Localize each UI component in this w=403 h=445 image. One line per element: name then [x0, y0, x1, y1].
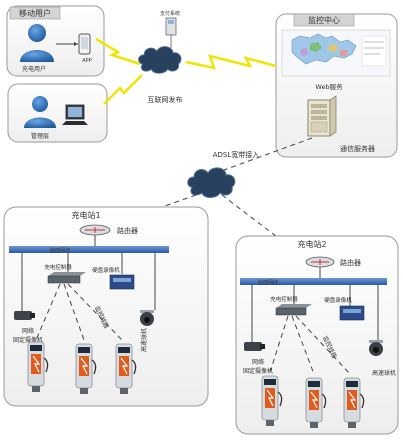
station1-nvr-icon: [109, 274, 135, 290]
station1-controller-icon: [47, 272, 86, 284]
station2-dome-label: 高速球机: [372, 369, 396, 377]
payment-label: 支付系统: [160, 10, 180, 17]
bolt-admin-internet: [103, 74, 143, 105]
station2-controller-icon: [275, 304, 312, 316]
map-screen-icon: [281, 29, 391, 77]
station1-router-icon: [79, 224, 111, 236]
admin-label: 管理层: [31, 132, 49, 140]
station2-switch-label: 监控网线: [258, 279, 278, 286]
station2-camera-label-1: 网络: [252, 358, 264, 366]
station1-nvr-label: 硬盘录像机: [92, 266, 120, 274]
station2-switch-bus: [240, 278, 387, 285]
station2-dome-icon: [369, 340, 383, 356]
station1-dome-label: 高速球机: [140, 328, 148, 352]
station2-panel: 充电站2 路由器 监控网线 充电控制器 硬盘录像机 监控线路 网络: [235, 235, 399, 435]
station2-router-icon: [305, 256, 335, 268]
monitor-center-title: 监控中心: [308, 15, 340, 25]
user-icon: [20, 24, 54, 62]
phone-icon: [78, 33, 91, 55]
admin-user-icon: [24, 96, 56, 128]
station1-panel: 充电站1 路由器 监控网线 充电控制器 硬盘录像机 监控线路 网络: [3, 206, 209, 407]
bolt-mobile-internet: [95, 37, 141, 66]
computer-icon: [62, 104, 88, 125]
station1-switch-bus: [9, 246, 169, 253]
web-service-label: Web服务: [315, 82, 343, 91]
mobile-user-title: 移动用户: [19, 8, 51, 18]
app-label: APP: [82, 58, 91, 64]
station2-controller-label: 充电控制器: [270, 295, 298, 303]
station1-switch-label: 监控网线: [50, 247, 70, 254]
payment-system: 支付系统: [160, 10, 180, 36]
adsl-cloud-icon: [187, 167, 236, 198]
station2-nvr-icon: [339, 305, 365, 321]
station2-router-label: 路由器: [340, 258, 361, 267]
bolt-internet-center: [185, 54, 277, 70]
station2-camera-label-2: 固定摄像机: [243, 367, 273, 375]
comm-server-label: 通信服务器: [340, 144, 375, 153]
station2-camera-icon: [244, 342, 265, 351]
station1-dome-icon: [140, 310, 154, 326]
mobile-user-panel: 移动用户 充电用户 APP: [6, 5, 105, 77]
station1-camera-label-2: 固定摄像机: [13, 336, 43, 344]
station1-controller-label: 充电控制器: [44, 263, 72, 271]
adsl-label: ADSL宽带接入: [213, 150, 260, 159]
internet-label: 互联网发布: [148, 95, 183, 104]
station1-router-label: 路由器: [117, 226, 138, 235]
mobile-user-label: 充电用户: [22, 65, 46, 73]
internet-cloud-icon: [138, 46, 182, 74]
server-icon: [307, 95, 337, 137]
station1-camera-label-1: 网络: [22, 327, 34, 335]
link-center-adsl: [223, 137, 313, 171]
station2-title: 充电站2: [297, 239, 326, 249]
monitor-center-panel: 监控中心 Web服务 通信服务器: [275, 13, 398, 158]
station1-camera-icon: [14, 311, 35, 320]
station2-nvr-label: 硬盘录像机: [324, 296, 352, 304]
station1-title: 充电站1: [71, 210, 100, 220]
admin-panel: 管理层: [7, 83, 108, 143]
